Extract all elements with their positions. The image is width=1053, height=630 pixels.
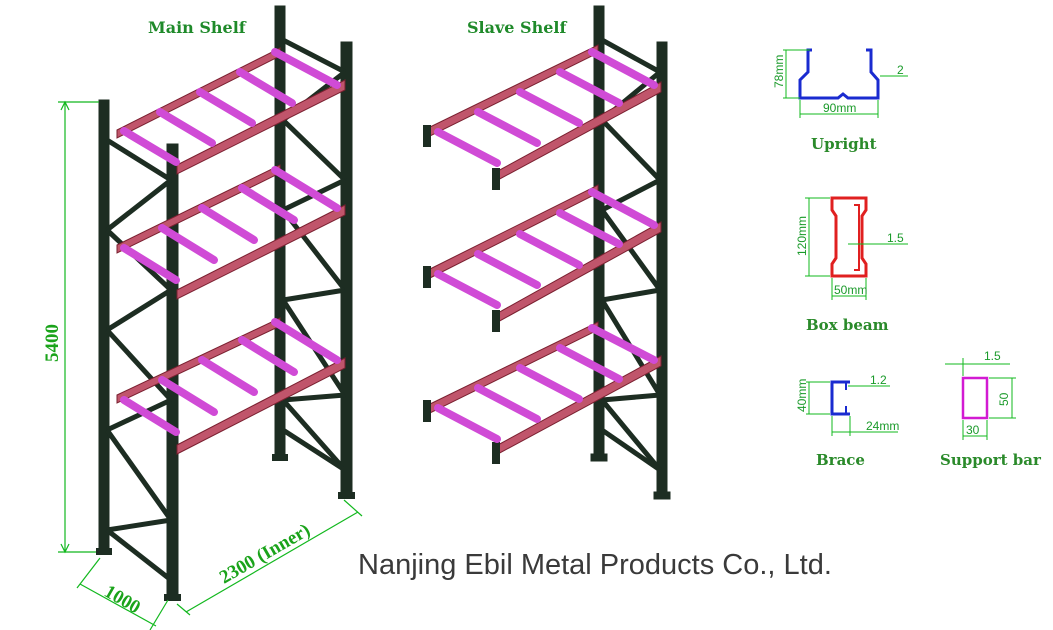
upright-width-label: 90mm [823, 101, 856, 115]
support-bar-caption: Support bar [940, 451, 1042, 469]
slave-levels [423, 44, 662, 464]
box-beam-caption: Box beam [806, 316, 889, 334]
brace-profile: 40mm 24mm 1.2 Brace [795, 373, 899, 469]
dimension-lines [58, 100, 363, 630]
support-bar-thickness-label: 1.5 [984, 349, 1001, 363]
main-front-frame [98, 99, 179, 600]
slave-level-1 [423, 44, 662, 190]
main-back-frame [274, 5, 353, 498]
brace-height-label: 40mm [795, 379, 809, 412]
depth-dimension: 1000 [101, 581, 144, 618]
box-beam-profile: 120mm 50mm 1.5 Box beam [795, 196, 908, 334]
slave-level-2 [423, 184, 662, 332]
box-beam-width-label: 50mm [834, 283, 867, 297]
support-bar-profile: 1.5 50 30 Support bar [940, 349, 1042, 469]
slave-shelf-title: Slave Shelf [467, 18, 567, 37]
upright-caption: Upright [811, 135, 877, 153]
brace-thickness-label: 1.2 [870, 373, 887, 387]
main-base-plates [96, 454, 355, 601]
brace-width-label: 24mm [866, 419, 899, 433]
height-dimension: 5400 [42, 324, 63, 362]
support-bar-width-label: 30 [966, 423, 980, 437]
brace-caption: Brace [816, 451, 865, 469]
box-beam-height-label: 120mm [795, 216, 809, 256]
length-dimension: 2300 (Inner) [216, 520, 314, 589]
company-name: Nanjing Ebil Metal Products Co., Ltd. [358, 549, 832, 581]
upright-thickness-label: 2 [897, 63, 904, 77]
support-bar-height-label: 50 [997, 392, 1011, 406]
slave-shelf [423, 5, 671, 500]
main-level-3 [116, 317, 346, 455]
main-shelf-title: Main Shelf [148, 18, 247, 37]
upright-height-label: 78mm [772, 55, 786, 88]
slave-level-3 [423, 321, 662, 464]
slave-frame [590, 5, 671, 500]
main-level-2 [116, 164, 346, 300]
main-level-1 [116, 47, 346, 175]
box-beam-thickness-label: 1.5 [887, 231, 904, 245]
main-shelf [96, 5, 355, 601]
main-levels [116, 47, 346, 455]
upright-profile: 78mm 90mm 2 Upright [772, 48, 908, 153]
